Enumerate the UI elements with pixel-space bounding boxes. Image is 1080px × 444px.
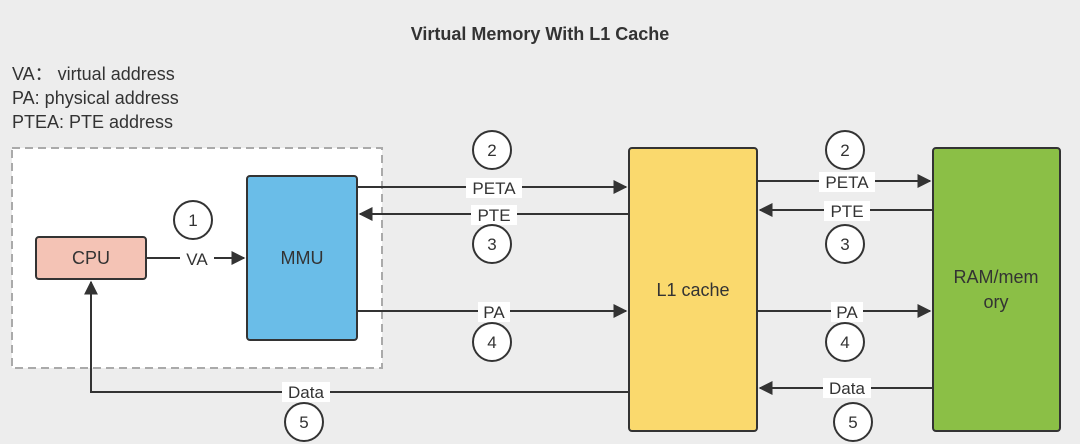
va-label: VA [186,250,208,269]
legend-va: VA： virtual address [12,64,175,84]
data-left-bg [282,382,330,402]
pa-left-label: PA [483,303,505,322]
ram-box [932,147,1061,432]
mmu-label: MMU [281,248,324,268]
step-3-right-number: 3 [840,235,849,254]
step-3-left-circle [472,224,512,264]
peta-left-bg [466,178,522,198]
data-right-bg [823,378,871,398]
legend-ptea: PTEA: PTE address [12,112,174,132]
peta-left-label: PETA [472,179,516,198]
legend: VA： virtual address PA: physical address… [12,62,179,134]
data-left-label: Data [288,383,324,402]
ram-label-line2: ory [983,292,1008,312]
arrow-data-left [84,280,629,393]
step-2-left-number: 2 [487,141,496,160]
cpu-label: CPU [72,248,110,268]
step-5-right-number: 5 [848,413,857,432]
step-2-right-number: 2 [840,141,849,160]
l1-cache-box [628,147,758,432]
pte-right-bg [824,201,870,221]
step-3-left-number: 3 [487,235,496,254]
pte-left-label: PTE [477,206,510,225]
step-4-left-number: 4 [487,333,496,352]
va-label-bg [180,249,214,269]
l1-cache-label: L1 cache [656,280,729,300]
step-5-left-number: 5 [299,413,308,432]
peta-right-bg [819,172,875,192]
step-4-right-number: 4 [840,333,849,352]
pa-left-bg [478,302,510,322]
step-4-right-circle [825,322,865,362]
ram-label-line1: RAM/mem [954,267,1039,287]
pte-left-bg [471,205,517,225]
step-2-left-circle [472,130,512,170]
step-1-circle [173,200,213,240]
step-1-number: 1 [188,211,197,230]
peta-right-label: PETA [825,173,869,192]
diagram-title: Virtual Memory With L1 Cache [410,24,670,44]
pa-right-bg [831,302,863,322]
mmu-box [246,175,358,341]
step-5-left-circle [284,402,324,442]
step-4-left-circle [472,322,512,362]
step-3-right-circle [825,224,865,264]
pte-right-label: PTE [830,202,863,221]
legend-pa: PA: physical address [12,88,179,108]
step-5-right-circle [833,402,873,442]
step-2-right-circle [825,130,865,170]
pa-right-label: PA [836,303,858,322]
data-right-label: Data [829,379,865,398]
